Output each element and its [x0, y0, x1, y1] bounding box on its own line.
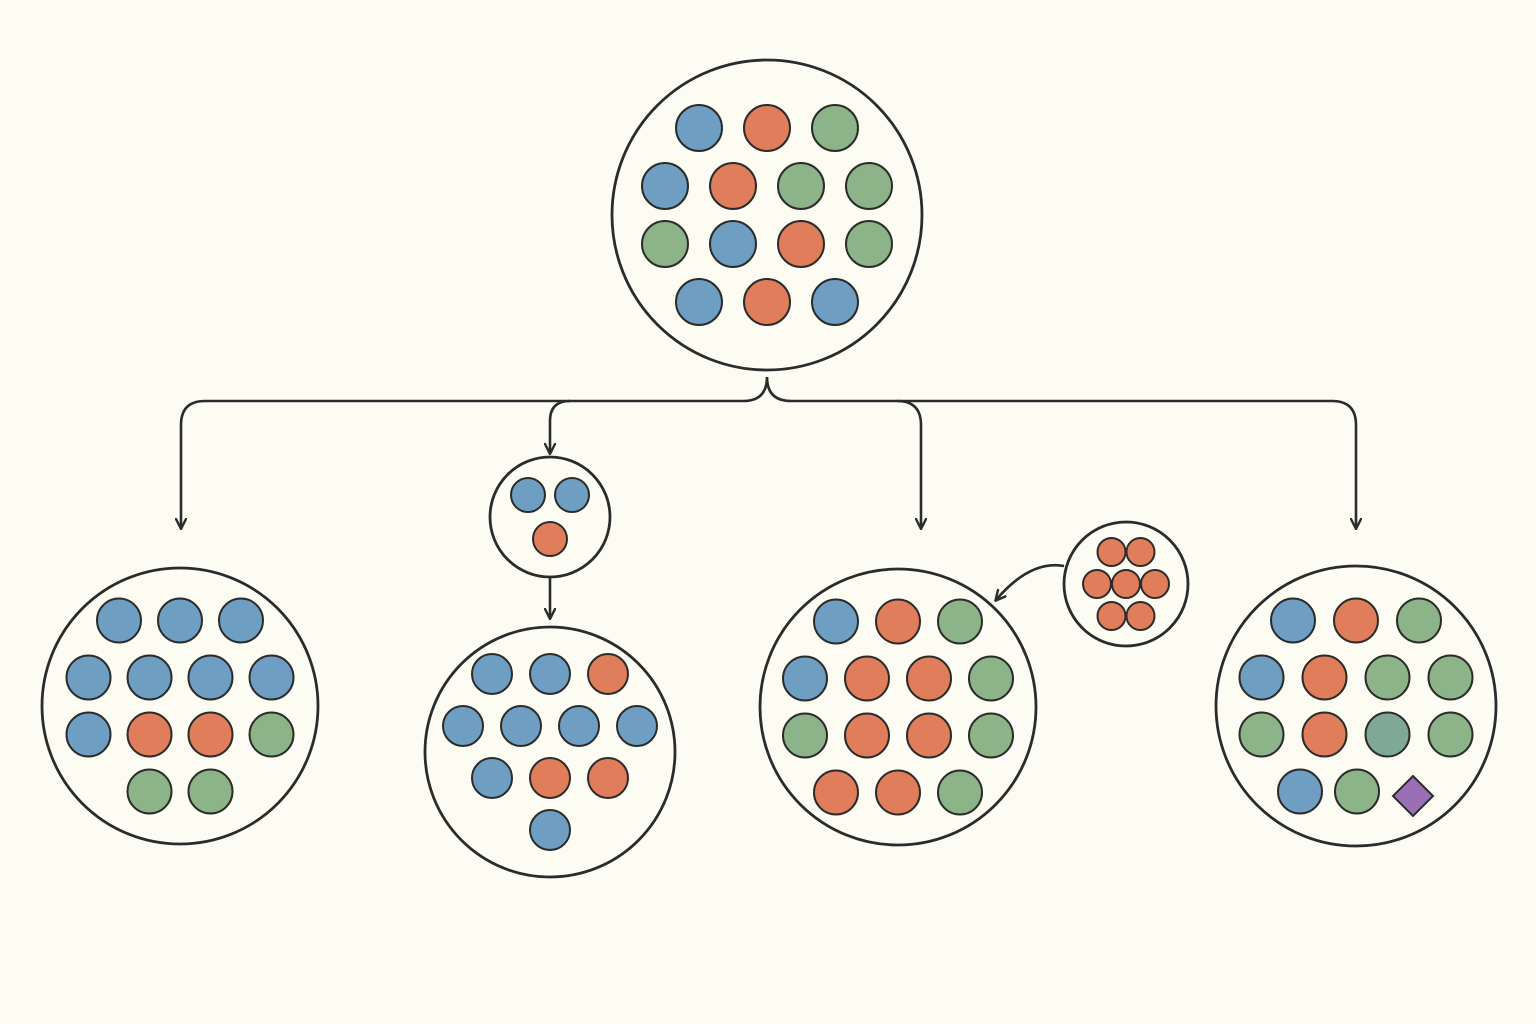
population-2 — [423, 625, 677, 879]
individual-orange — [813, 769, 859, 816]
individual-orange — [875, 769, 921, 816]
individual-orange — [126, 711, 173, 758]
individual-green — [1238, 711, 1285, 758]
individual-blue — [442, 705, 484, 747]
individual-orange — [709, 162, 757, 210]
individual-blue — [126, 654, 173, 701]
individual-blue — [529, 653, 571, 695]
individual-orange — [532, 521, 568, 557]
founder-sample — [488, 455, 612, 579]
individual-blue — [1238, 654, 1285, 701]
individual-green — [248, 711, 295, 758]
individual-orange — [1125, 537, 1156, 567]
individual-orange — [187, 711, 234, 758]
individual-green — [937, 769, 983, 816]
individual-blue — [811, 278, 859, 326]
individual-orange — [1111, 569, 1141, 599]
individual-blue — [157, 597, 203, 644]
individual-orange — [906, 712, 952, 759]
individual-green — [1396, 597, 1442, 644]
populations — [40, 58, 1498, 879]
individual-green — [1427, 711, 1474, 758]
individual-blue — [558, 705, 600, 747]
individual-blue — [187, 654, 234, 701]
individual-blue — [1277, 768, 1323, 815]
individual-green — [968, 655, 1014, 702]
individual-orange — [529, 757, 571, 799]
individual-orange — [777, 220, 825, 268]
population-3 — [758, 567, 1038, 847]
individual-orange — [906, 655, 952, 702]
migrant-group — [1062, 520, 1190, 648]
connector-migration — [996, 563, 1065, 600]
individual-orange — [1096, 601, 1127, 631]
connector-root-left — [181, 376, 769, 528]
individual-orange — [1082, 569, 1112, 599]
individual-green — [1427, 654, 1474, 701]
individual-orange — [1096, 537, 1127, 567]
individual-orange — [844, 712, 890, 759]
individual-orange — [1301, 654, 1348, 701]
individual-blue — [96, 597, 142, 644]
population-4 — [1214, 564, 1498, 848]
individual-blue — [500, 705, 542, 747]
individual-green — [641, 220, 689, 268]
individual-green — [811, 104, 859, 152]
individual-blue — [510, 477, 546, 513]
individual-green — [126, 768, 173, 815]
individual-blue — [471, 653, 513, 695]
individual-blue — [529, 809, 571, 851]
individual-green — [782, 712, 828, 759]
individual-blue — [616, 705, 658, 747]
individual-blue — [641, 162, 689, 210]
individual-blue — [782, 655, 828, 702]
mutant-allele-diamond — [1391, 774, 1435, 818]
individual-orange — [1301, 711, 1348, 758]
individual-blue — [65, 654, 112, 701]
individual-blue — [471, 757, 513, 799]
founder-sample-boundary — [488, 455, 612, 579]
individual-orange — [743, 278, 791, 326]
individual-green — [777, 162, 825, 210]
individual-green — [845, 162, 893, 210]
individual-blue — [709, 220, 757, 268]
individual-blue — [675, 104, 723, 152]
individual-orange — [875, 598, 921, 645]
connector-root-branch3 — [896, 399, 921, 528]
individual-green — [968, 712, 1014, 759]
individual-orange — [743, 104, 791, 152]
individual-green — [1334, 768, 1380, 815]
connector-root-right — [765, 376, 1356, 528]
individual-blue — [248, 654, 295, 701]
individual-teal — [1364, 711, 1411, 758]
individual-orange — [1125, 601, 1156, 631]
individual-orange — [1333, 597, 1379, 644]
individual-orange — [844, 655, 890, 702]
individual-blue — [1270, 597, 1316, 644]
individual-blue — [218, 597, 264, 644]
individual-blue — [813, 598, 859, 645]
individual-blue — [65, 711, 112, 758]
individual-green — [845, 220, 893, 268]
individual-green — [1364, 654, 1411, 701]
individual-blue — [675, 278, 723, 326]
population-1 — [40, 566, 320, 846]
connector-root-branch2 — [550, 399, 571, 453]
individual-orange — [587, 757, 629, 799]
individual-orange — [587, 653, 629, 695]
individual-blue — [554, 477, 590, 513]
individual-green — [187, 768, 234, 815]
individual-orange — [1140, 569, 1170, 599]
individual-green — [937, 598, 983, 645]
connector-lines — [181, 376, 1356, 618]
source-population — [610, 58, 924, 372]
